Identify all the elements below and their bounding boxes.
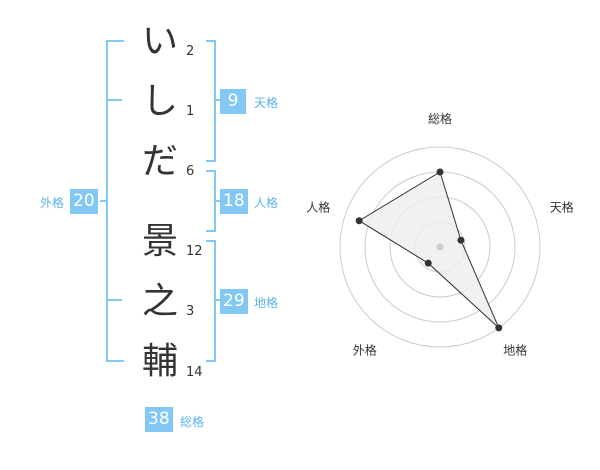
stroke-count-2: 1 — [186, 104, 195, 119]
name-char-1: い — [141, 21, 178, 62]
stroke-count-4: 12 — [186, 244, 203, 259]
radar-data-point — [495, 324, 503, 332]
radar-axis-label: 人格 — [306, 199, 330, 214]
jinkaku-value-badge: 18 — [220, 189, 248, 214]
gaikaku-bracket-tick-lower — [106, 299, 122, 301]
jinkaku-bracket-tick — [214, 200, 220, 202]
radar-axis-label: 外格 — [353, 343, 377, 358]
radar-grid-ring — [339, 146, 541, 348]
radar-data-point — [457, 236, 465, 244]
jinkaku-label: 人格 — [254, 196, 279, 210]
tenkaku-bracket-tick — [214, 99, 220, 101]
gaikaku-value-badge: 20 — [70, 189, 98, 214]
radar-data-polygon — [358, 171, 500, 329]
soukaku-value-badge: 38 — [145, 407, 173, 432]
stroke-count-1: 2 — [186, 44, 195, 59]
name-char-5: 之 — [141, 281, 178, 322]
stroke-count-6: 14 — [186, 365, 203, 380]
stroke-count-5: 3 — [186, 304, 195, 319]
radar-axis-label: 地格 — [503, 343, 527, 358]
tenkaku-label: 天格 — [254, 96, 279, 110]
soukaku-label: 総格 — [180, 415, 205, 429]
chikaku-bracket — [206, 240, 216, 362]
tenkaku-value-badge: 9 — [220, 89, 246, 114]
name-char-4: 景 — [141, 221, 178, 262]
name-char-2: し — [141, 81, 178, 122]
gaikaku-label: 外格 — [40, 196, 65, 210]
radar-axis-label: 天格 — [550, 199, 574, 214]
chikaku-bracket-tick — [214, 299, 220, 301]
gaikaku-bracket-tick-upper — [106, 99, 122, 101]
radar-data-point — [355, 217, 363, 225]
radar-data-point — [436, 168, 444, 176]
radar-data-point — [424, 259, 432, 267]
chikaku-value-badge: 29 — [220, 289, 248, 314]
name-char-6: 輔 — [141, 341, 178, 382]
chikaku-label: 地格 — [254, 296, 279, 310]
stroke-count-3: 6 — [186, 164, 195, 179]
name-char-3: だ — [141, 141, 178, 182]
gaikaku-bracket-tick — [100, 200, 106, 202]
radar-axis-label: 総格 — [428, 111, 452, 126]
tenkaku-bracket — [206, 40, 216, 162]
gaikaku-bracket — [106, 40, 124, 362]
radar-center-dot — [436, 243, 444, 251]
